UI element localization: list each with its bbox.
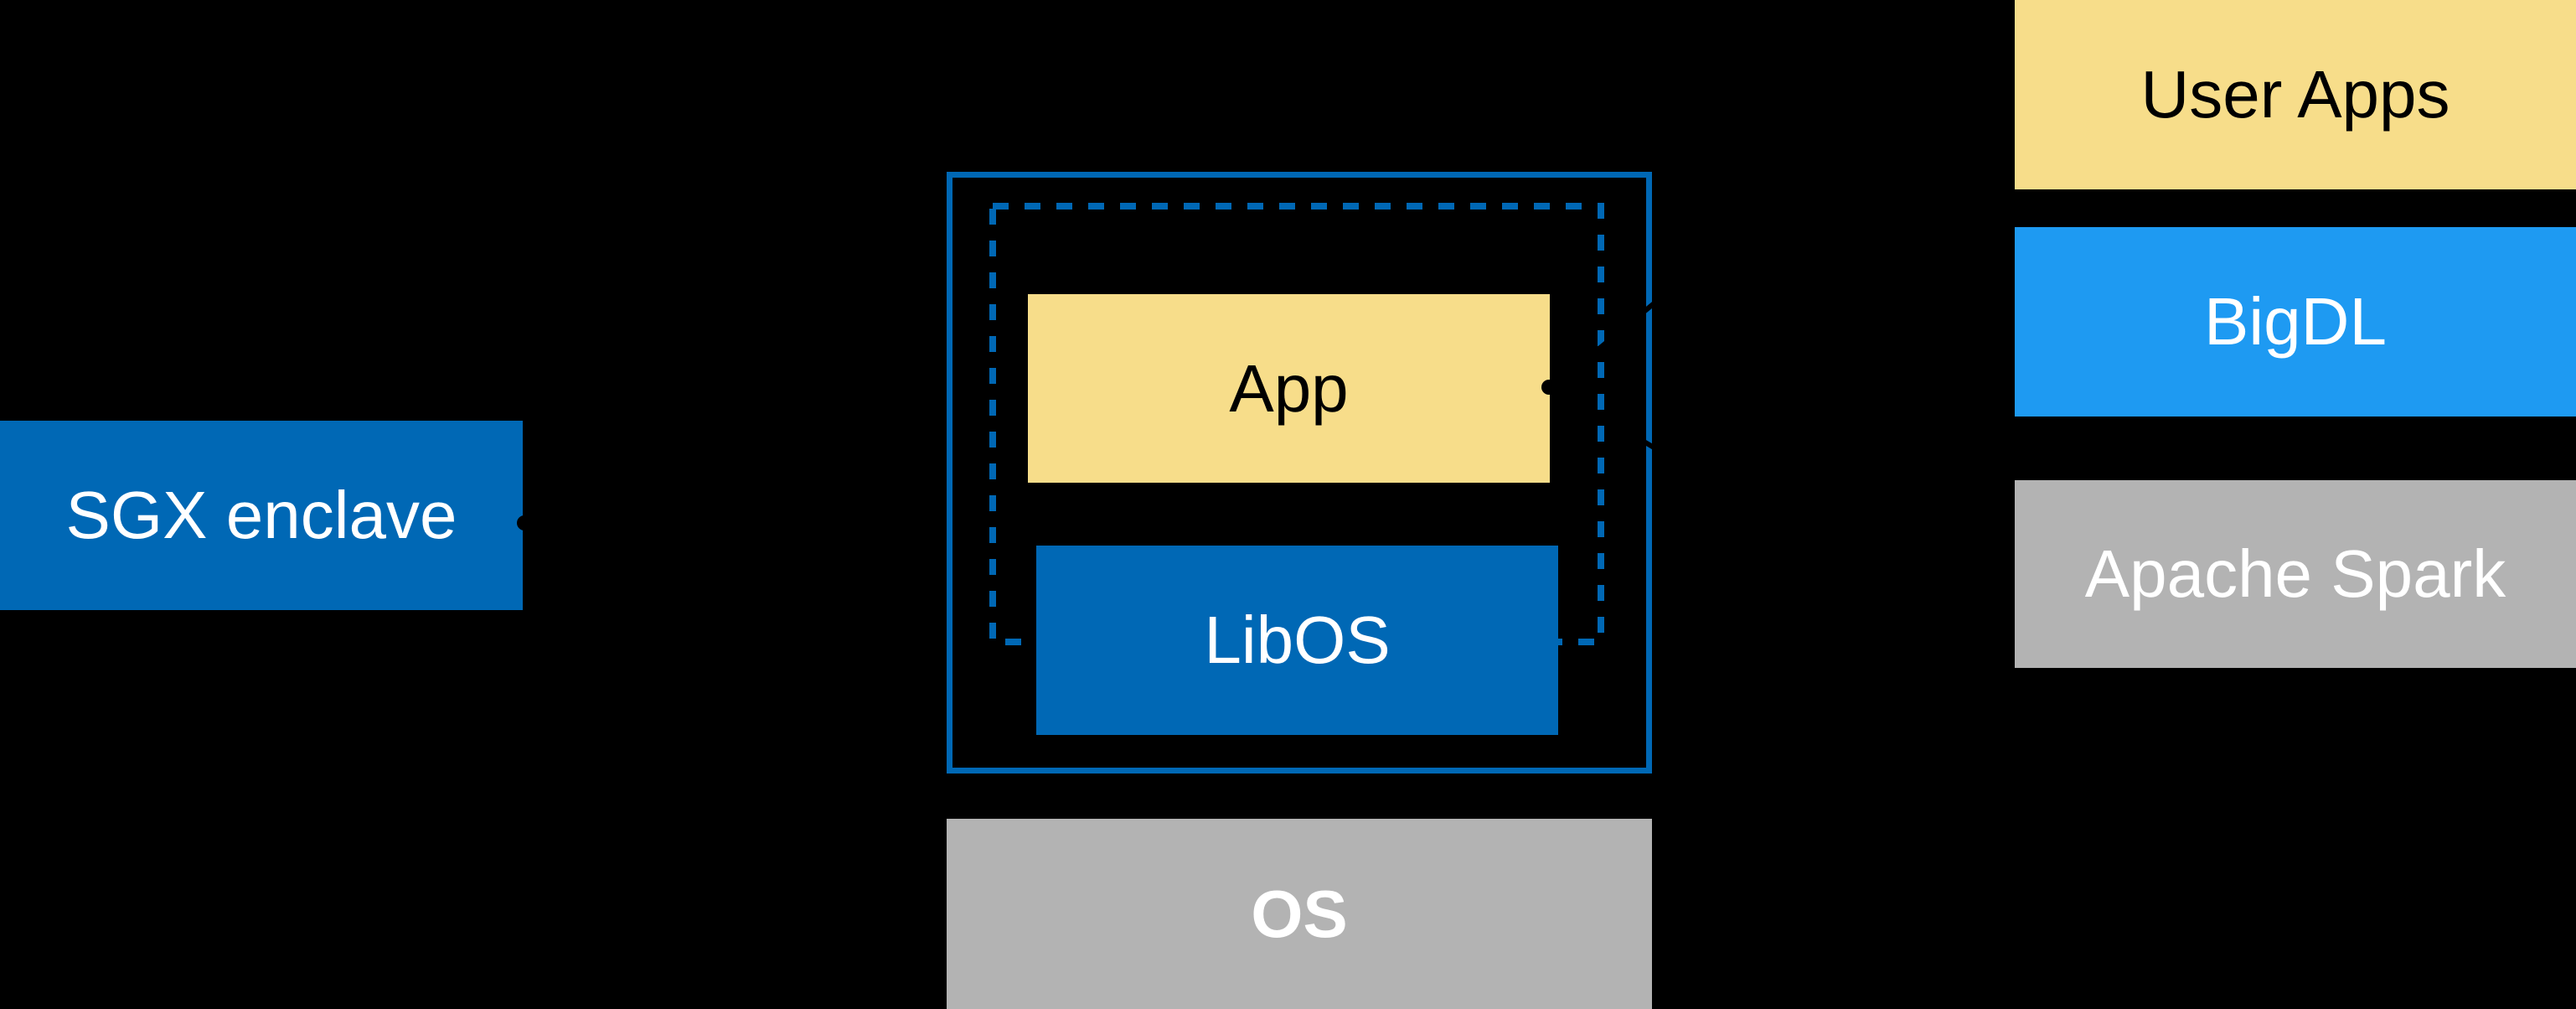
apache-spark-box: Apache Spark bbox=[2015, 480, 2576, 668]
enclave-outer-box bbox=[947, 172, 1652, 774]
bigdl-label: BigDL bbox=[2204, 284, 2387, 359]
expansion-line-upper bbox=[1551, 6, 2014, 390]
arrowhead-dot-sgx bbox=[517, 515, 532, 530]
user-apps-box: User Apps bbox=[2015, 0, 2576, 189]
libos-box: LibOS bbox=[1036, 546, 1558, 735]
bigdl-box: BigDL bbox=[2015, 227, 2576, 417]
expansion-line-lower bbox=[1551, 385, 2014, 663]
user-apps-label: User Apps bbox=[2140, 57, 2450, 132]
os-box: OS bbox=[947, 819, 1652, 1009]
libos-label: LibOS bbox=[1204, 603, 1391, 677]
sgx-enclave-label: SGX enclave bbox=[65, 478, 457, 552]
arrowhead-dot-app bbox=[1541, 380, 1556, 395]
sgx-enclave-box: SGX enclave bbox=[0, 421, 523, 610]
app-box: App bbox=[1028, 294, 1550, 483]
app-label: App bbox=[1229, 350, 1349, 426]
os-label: OS bbox=[1251, 876, 1348, 951]
apache-spark-label: Apache Spark bbox=[2084, 536, 2506, 611]
